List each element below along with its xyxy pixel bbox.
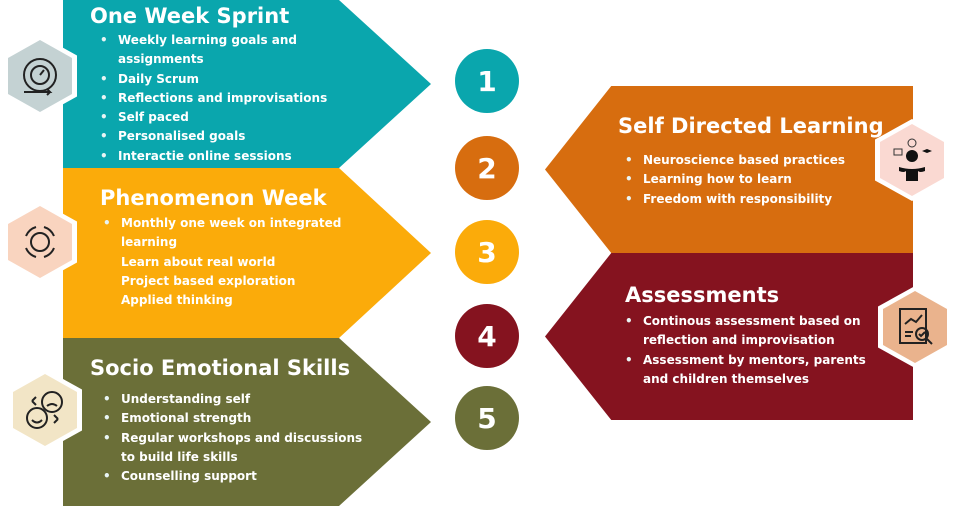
section-title: Phenomenon Week [100, 186, 327, 210]
list-item: and children themselves [643, 371, 810, 386]
section-title: Self Directed Learning [618, 114, 884, 138]
panel-one-week-sprint: One Week Sprint Weekly learning goals an… [63, 0, 431, 168]
item-list: Monthly one week on integrated learning … [101, 214, 341, 310]
list-item: Freedom with responsibility [623, 190, 845, 210]
list-item: Reflections and improvisations [98, 89, 327, 109]
report-magnifier-icon [883, 291, 947, 363]
section-title: Assessments [625, 283, 780, 307]
list-item: Continous assessment based on [623, 312, 866, 332]
panel-phenomenon-week: Phenomenon Week Monthly one week on inte… [63, 168, 431, 338]
section-title: One Week Sprint [90, 4, 290, 28]
list-item: Learning how to learn [623, 170, 845, 190]
panel-assessments: Assessments Continous assessment based o… [545, 253, 913, 420]
item-list: Continous assessment based on reflection… [623, 312, 866, 389]
step-number-3: 3 [455, 220, 519, 284]
list-item: Interactie online sessions [98, 147, 327, 167]
list-item: learning [121, 235, 178, 250]
list-item: Monthly one week on integrated [101, 214, 341, 234]
list-item: Applied thinking [121, 293, 233, 308]
panel-self-directed-learning: Self Directed Learning Neuroscience base… [545, 86, 913, 253]
list-item: Assessment by mentors, parents [623, 351, 866, 371]
list-item: to build life skills [121, 449, 238, 464]
list-item: Weekly learning goals and [98, 31, 327, 51]
panel-socio-emotional-skills: Socio Emotional Skills Understanding sel… [63, 338, 431, 506]
item-list: Understanding self Emotional strength Re… [101, 390, 362, 487]
list-item: Emotional strength [101, 409, 362, 429]
list-item: Self paced [98, 108, 327, 128]
list-item: Understanding self [101, 390, 362, 410]
step-number-5: 5 [455, 386, 519, 450]
section-title: Socio Emotional Skills [90, 356, 351, 380]
step-number-2: 2 [455, 136, 519, 200]
list-item: Regular workshops and discussions [101, 429, 362, 449]
step-number-1: 1 [455, 49, 519, 113]
list-item: Neuroscience based practices [623, 151, 845, 171]
list-item: Project based exploration [121, 273, 296, 288]
list-item: Daily Scrum [98, 70, 327, 90]
item-list: Weekly learning goals and assignments Da… [98, 31, 327, 166]
list-item: assignments [118, 52, 204, 67]
item-list: Neuroscience based practices Learning ho… [623, 151, 845, 209]
list-item: reflection and improvisation [643, 333, 835, 348]
juggling-learner-icon [880, 124, 944, 196]
list-item: Personalised goals [98, 127, 327, 147]
step-number-4: 4 [455, 304, 519, 368]
list-item: Learn about real world [121, 254, 276, 269]
list-item: Counselling support [101, 467, 362, 487]
